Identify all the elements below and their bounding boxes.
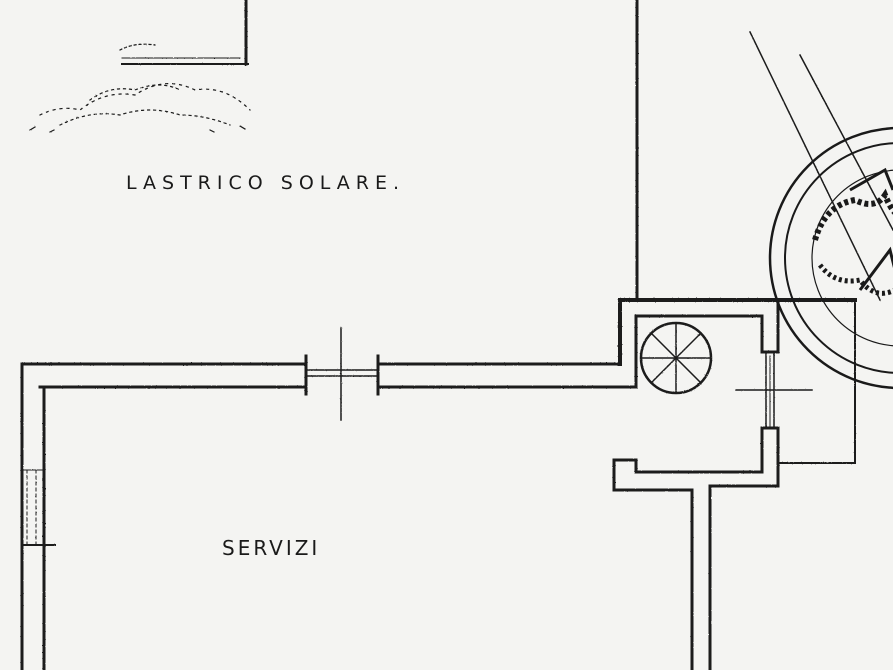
spiral-stair-icon — [639, 321, 713, 395]
wall-left-vertical — [20, 362, 56, 670]
parapet-wall-horizontal — [20, 327, 638, 421]
room-label-servizi: SERVIZI — [222, 536, 321, 560]
notary-seal-stamp — [768, 126, 893, 390]
leader-lines — [748, 30, 893, 302]
corridor-walls — [690, 484, 712, 670]
stair-box — [612, 298, 857, 492]
vegetation-marks — [29, 43, 251, 133]
wall-top-left — [121, 0, 249, 66]
room-label-lastrico-solare: LASTRICO SOLARE. — [126, 172, 406, 194]
